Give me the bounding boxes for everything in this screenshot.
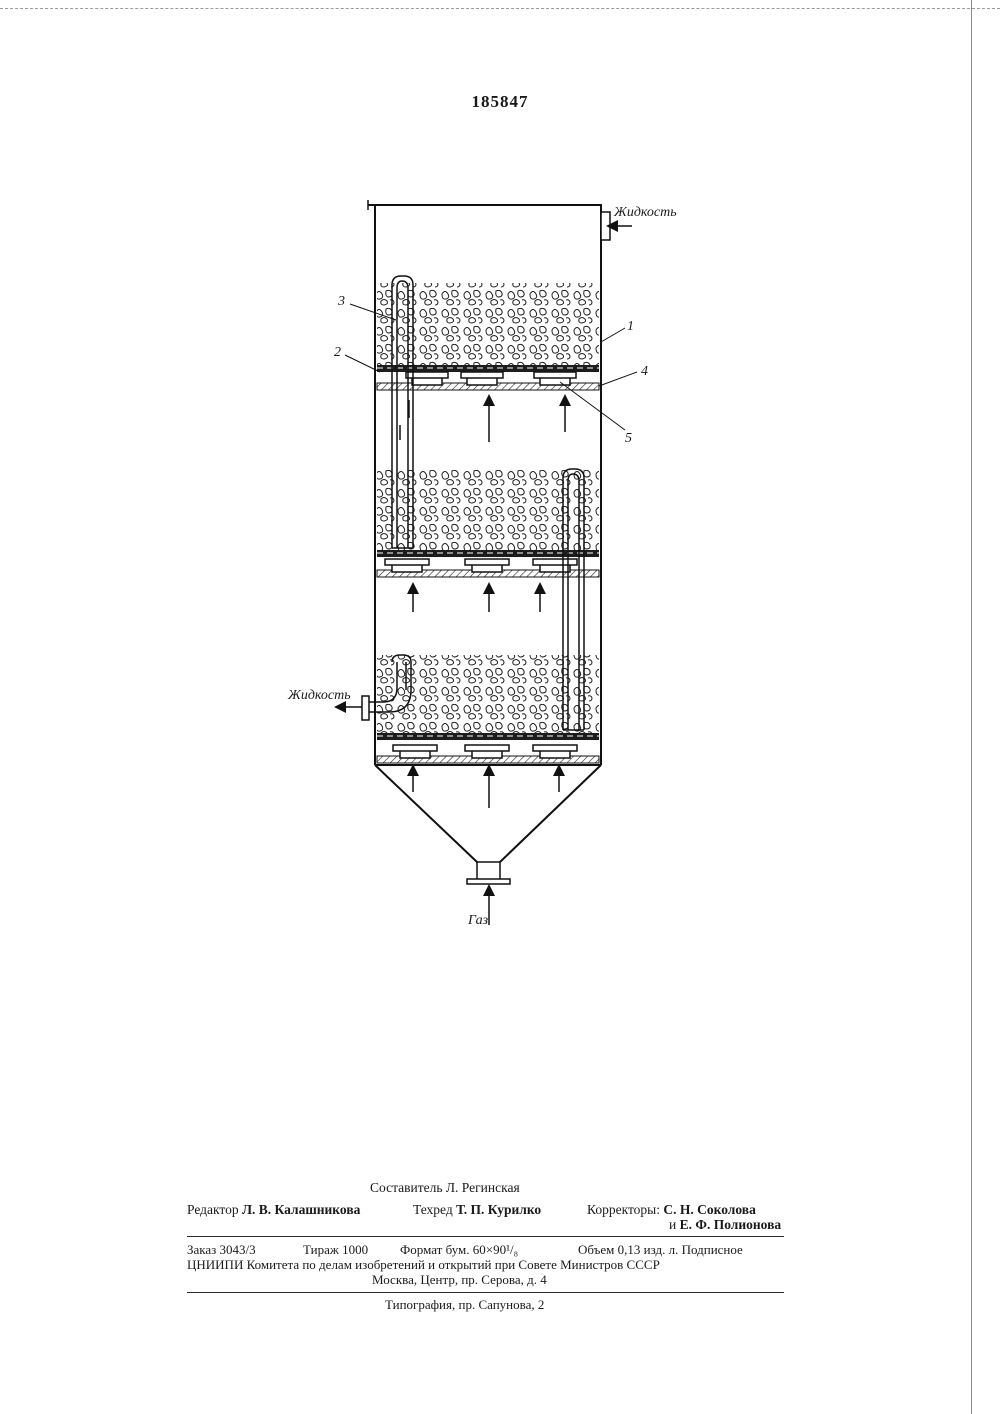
editor-line: Редактор Л. В. Калашникова [187, 1202, 360, 1218]
packed-bed-2 [377, 470, 599, 550]
paper-format: Формат бум. 60×90¹/₈ [400, 1242, 519, 1257]
caps-tray-3 [392, 744, 578, 759]
corrector-joiner: и [669, 1217, 677, 1232]
gas-arrows-tray-2 [407, 582, 546, 612]
conical-bottom [374, 764, 602, 863]
order-number: Заказ 3043/3 [187, 1242, 256, 1257]
print-run: Тираж 1000 [303, 1242, 369, 1257]
liquid-inlet-label: Жидкость [613, 205, 677, 220]
corrector-1: С. Н. Соколова [663, 1202, 756, 1217]
page-edge-right [971, 0, 972, 1414]
ref-label-5: 5 [625, 431, 632, 446]
techred-line: Техред Т. П. Курилко [413, 1202, 541, 1218]
gas-arrows-tray-1 [483, 394, 571, 442]
imprint-rule-bottom [187, 1292, 784, 1293]
downcomer-pipe-upper [391, 275, 414, 549]
imprint-rule-top [187, 1236, 784, 1237]
correctors-label: Корректоры: [587, 1202, 660, 1217]
ref-label-1: 1 [627, 319, 634, 334]
corrector-2-line: и Е. Ф. Полионова [669, 1217, 781, 1233]
caps-tray-1 [405, 371, 577, 386]
compiler-label: Составитель [370, 1180, 443, 1195]
liquid-inlet-nozzle [600, 211, 632, 241]
gas-label: Газ [467, 913, 489, 928]
printing-house: Типография, пр. Сапунова, 2 [385, 1297, 545, 1312]
ref-label-2: 2 [334, 345, 341, 360]
downcomer-pipe-lower [562, 468, 585, 731]
ref-label-4: 4 [641, 364, 648, 379]
ref-label-3: 3 [337, 294, 345, 309]
editor-label: Редактор [187, 1202, 239, 1217]
leader-lines [344, 303, 638, 431]
compiler-name: Л. Регинская [445, 1180, 520, 1195]
liquid-outlet-label: Жидкость [287, 688, 351, 703]
publisher-line: ЦНИИПИ Комитета по делам изобретений и о… [187, 1257, 660, 1272]
compiler-line: Составитель Л. Регинская [370, 1180, 520, 1196]
correctors-line: Корректоры: С. Н. Соколова [587, 1202, 756, 1218]
techred-name: Т. П. Курилко [456, 1202, 542, 1217]
patent-number: 185847 [471, 92, 529, 111]
publisher-address: Москва, Центр, пр. Серова, д. 4 [372, 1272, 547, 1287]
techred-label: Техред [413, 1202, 453, 1217]
packed-bed-3 [377, 655, 599, 733]
apparatus-drawing: Жидкость Жидкость Газ 3 2 1 4 5 [287, 200, 677, 928]
corrector-2: Е. Ф. Полионова [679, 1217, 782, 1232]
order-line: Заказ 3043/3 [187, 1242, 256, 1258]
volume: Объем 0,13 изд. л. Подписное [578, 1242, 743, 1257]
page-edge-top [0, 8, 1000, 9]
gas-inlet-nozzle [466, 861, 511, 885]
liquid-outlet-elbow [361, 654, 412, 721]
packed-bed-1 [377, 283, 599, 365]
editor-name: Л. В. Калашникова [241, 1202, 361, 1217]
caps-tray-2 [384, 558, 578, 573]
gas-arrows-tray-3 [407, 764, 565, 808]
